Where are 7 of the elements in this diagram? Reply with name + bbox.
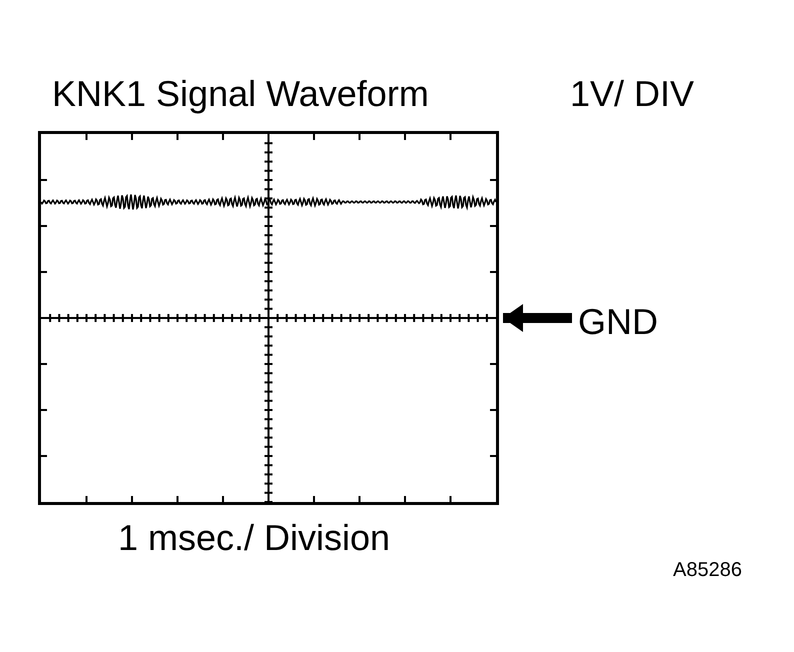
arrow — [503, 304, 572, 332]
axis-label: 1 msec./ Division — [118, 520, 390, 556]
chart-title: KNK1 Signal Waveform — [52, 76, 429, 112]
scale-label: 1V/ DIV — [570, 76, 694, 112]
ground-label: GND — [578, 303, 672, 341]
oscilloscope-screen — [38, 131, 499, 505]
figure-code: A85286 — [673, 560, 742, 580]
